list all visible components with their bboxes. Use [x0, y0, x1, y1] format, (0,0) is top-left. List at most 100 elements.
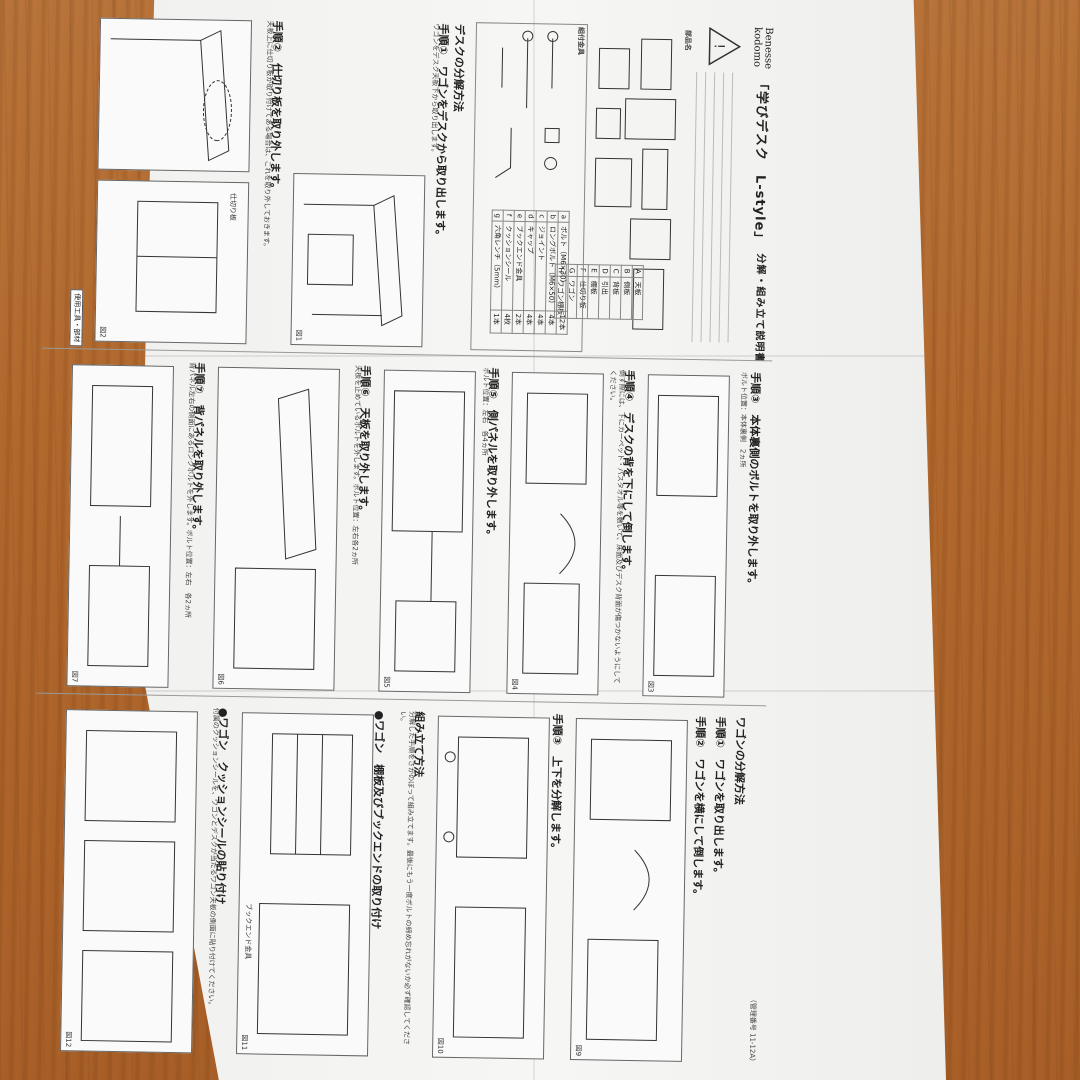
rotated-sheet-content: Benesse kodomo 「学びデスク L-style」 分解・組み立て説明… — [30, 8, 779, 1072]
hardware-cell: 1本 — [490, 309, 502, 333]
parts-cell: 背板 — [609, 277, 622, 320]
column-parts: Benesse kodomo 「学びデスク L-style」 分解・組み立て説明… — [42, 8, 779, 362]
hardware-cell: ブックエンド金具 — [512, 221, 526, 311]
parts-diagram — [594, 38, 677, 330]
desk-wagon-diagram — [303, 195, 403, 327]
shelf-diagram — [256, 733, 354, 1036]
hardware-cell: d — [525, 210, 537, 223]
parts-label: 部品名 — [683, 29, 692, 51]
parts-cell: D — [599, 264, 611, 278]
hardware-cell: 4本 — [534, 310, 546, 334]
figure-label: 図1 — [294, 329, 303, 342]
divider-diagram — [135, 200, 219, 314]
divider-label: 仕切り板 — [228, 192, 238, 222]
assembly-note: 分解した手順をさかのぼって組み立てます。最後にもう一度ボルトの締め忘れがないか必… — [398, 710, 417, 1046]
tabletop-diagram — [233, 388, 317, 670]
side-panel-diagram — [391, 390, 466, 673]
figure-label: 図3 — [646, 680, 655, 693]
hardware-cell: ジョイント — [534, 222, 548, 311]
figure-2-left — [97, 17, 253, 173]
parts-cell: 側板 — [620, 277, 633, 320]
hardware-cell: c — [536, 210, 548, 223]
brand-sub: kodomo — [751, 26, 764, 68]
parts-cell: B — [621, 265, 633, 278]
parts-cell: E — [588, 264, 600, 278]
figure-label: 図4 — [510, 678, 519, 691]
hardware-cell: g — [492, 209, 504, 222]
wagon-step2-heading: 手順② ワゴンを横にして倒します。 — [690, 716, 707, 901]
hardware-cell: e — [514, 210, 526, 223]
brand-logo: Benesse kodomo — [751, 27, 774, 69]
hardware-cell: 2本 — [512, 310, 524, 334]
figure-label: 図11 — [240, 1034, 249, 1051]
hardware-cell: a — [558, 211, 570, 223]
brand-name: Benesse — [762, 27, 775, 70]
back-panel-diagram — [87, 385, 154, 668]
figure-12: 図12 — [60, 709, 198, 1054]
product-title: 「学びデスク L-style」 — [751, 76, 770, 246]
hardware-cell: ロングボルト（M6×50） — [545, 222, 559, 311]
figure-10: 図10 — [431, 715, 550, 1060]
figure-label: 図5 — [382, 676, 391, 688]
figure-3: 図3 — [642, 374, 730, 698]
wagon-tilt-diagram — [585, 738, 673, 1041]
column-desk-steps: 手順③ 本体裏側のボルトを取り外します。 ボルト位置：本体裏側 2ヵ所 図3 手… — [36, 353, 773, 707]
figure-label: 図6 — [216, 673, 225, 685]
hardware-cell: クッションシール — [501, 221, 515, 311]
hardware-diagram — [495, 30, 560, 178]
hardware-cell: b — [547, 210, 559, 223]
parts-cell: 引出 — [598, 277, 611, 320]
cushion-diagram — [80, 729, 178, 1043]
parts-cell: A — [632, 265, 644, 279]
hardware-cell: f — [503, 210, 515, 222]
hardware-cell: 4本 — [545, 310, 557, 334]
fold-line — [138, 355, 946, 357]
parts-cell: 棚板 — [587, 277, 600, 320]
figure-11: ブックエンド金具 図11 — [236, 712, 374, 1057]
tools-label: 使用工具・部材 — [69, 289, 84, 347]
figure-label: 図12 — [64, 1031, 73, 1048]
hardware-cell: 4本 — [523, 310, 535, 334]
desk-tilt-diagram — [522, 392, 589, 675]
bookend-label: ブックエンド金具 — [243, 903, 253, 960]
desk-top-diagram — [110, 29, 232, 162]
document-title: 分解・組み立て説明書 及び「ワゴン棚板・ブックエンド・クッションシール」取り付け… — [747, 253, 770, 361]
figure-6: 図6 — [212, 366, 340, 691]
figure-4: 図4 — [506, 371, 604, 696]
figure-label: 図9 — [574, 1044, 583, 1057]
figure-label: 図2 — [98, 326, 107, 338]
desk-back-diagram — [653, 394, 720, 677]
figure-5: 図5 — [378, 369, 476, 694]
hardware-cell: 六角レンチ（5mm） — [490, 221, 504, 310]
hardware-cell: ボルト（M6×30） — [556, 222, 570, 312]
parts-cell: C — [610, 265, 622, 278]
management-number: （管理番号 11-12A） — [747, 995, 758, 1066]
svg-text:!: ! — [711, 43, 727, 49]
step5-note: ボルト位置：左右 各4ヵ所 — [480, 367, 491, 456]
figure-2-right: 仕切り板 図2 — [94, 179, 250, 345]
section-desk-disassembly: デスクの分解方法 — [451, 23, 467, 112]
wagon-split-diagram — [443, 736, 530, 1039]
figure-label: 図10 — [436, 1037, 445, 1054]
figure-9: 図9 — [569, 718, 688, 1062]
step6-note: 天板を止めているボルトを外します。ボルト位置：左右各2ヵ所 — [350, 365, 363, 565]
wagon-step3-heading: 手順③ 上下を分解します。 — [548, 713, 564, 855]
step4-note: 倒す際には、下にカーペット・バスタオル等を敷いて、床面及びデスク背面が傷つかない… — [608, 369, 627, 684]
figure-1: 図1 — [290, 173, 426, 348]
section-wagon-disassembly: ワゴンの分解方法 — [732, 716, 747, 805]
figure-label: 図7 — [70, 670, 79, 683]
header: Benesse kodomo 「学びデスク L-style」 分解・組み立て説明… — [746, 27, 774, 361]
hardware-cell: 4枚 — [501, 309, 513, 333]
warning-icon: ! — [708, 26, 742, 66]
figure-7: 図7 — [66, 364, 175, 688]
column-wagon: （管理番号 11-12A） ワゴンの分解方法 手順① ワゴンを取り出します。 手… — [30, 699, 766, 1072]
